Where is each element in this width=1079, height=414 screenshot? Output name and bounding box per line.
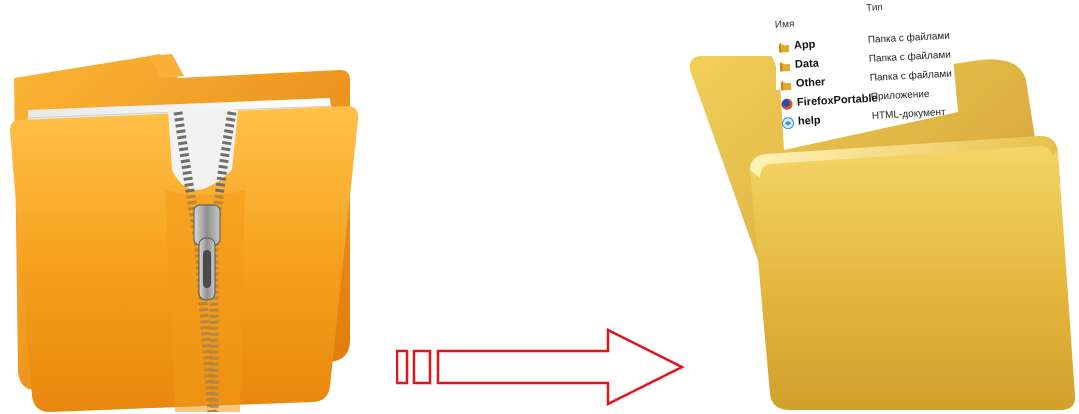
column-header-name: Имя [775,19,795,31]
file-name: Data [795,58,819,71]
right-arrow-icon [396,328,686,408]
folder-icon [780,79,793,92]
file-type: Приложение [871,89,930,103]
file-name: help [798,115,821,128]
file-name: FirefoxPortable [797,93,878,109]
html-document-icon [782,117,795,130]
file-name: App [794,39,816,52]
firefox-icon [781,98,794,111]
file-type: Папка с файлами [868,31,951,46]
folder-icon [778,41,791,54]
folder-icon [779,60,792,73]
zipped-folder-icon [0,40,380,414]
file-listing: Имя Тип App Папка с файлами Data Папка с… [770,0,963,158]
column-header-type: Тип [866,2,883,14]
file-name: Other [796,76,826,90]
